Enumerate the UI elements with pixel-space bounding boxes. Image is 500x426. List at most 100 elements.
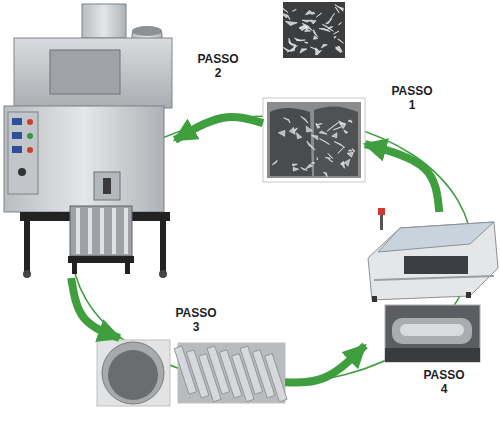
scrap-piece xyxy=(292,10,296,12)
scrap-piece xyxy=(272,160,277,165)
solder-ingots xyxy=(174,346,287,402)
scrap-piece xyxy=(348,120,352,123)
machine-wheel xyxy=(23,270,31,278)
scrap-piece xyxy=(335,5,342,10)
scrap-piece xyxy=(310,47,316,50)
oven-conveyor xyxy=(374,276,494,280)
scrap-piece xyxy=(292,164,297,166)
step-group: PASSO 3 xyxy=(97,338,285,406)
scrap-piece xyxy=(344,130,348,133)
container-content xyxy=(108,350,158,400)
machine-leg xyxy=(160,220,166,272)
oven-window xyxy=(404,256,468,274)
scrap-piece xyxy=(321,44,327,48)
scrap-piece xyxy=(327,122,339,131)
metal-scrap xyxy=(281,5,344,55)
scrap-piece xyxy=(352,149,355,152)
scrap-piece xyxy=(319,131,327,134)
machine-cover xyxy=(50,50,120,94)
scrap-piece xyxy=(345,159,350,166)
melting-machine xyxy=(4,4,172,278)
cycle-arrow xyxy=(285,346,365,383)
scrap-piece xyxy=(300,49,307,53)
scrap-piece xyxy=(339,23,342,25)
scrap-piece xyxy=(328,153,333,158)
scrap-piece xyxy=(284,118,289,120)
scrap-piece xyxy=(348,150,352,151)
scrap-piece xyxy=(312,135,318,139)
scrap-piece xyxy=(338,39,344,43)
container-rim xyxy=(102,342,164,404)
scrap-bag xyxy=(314,106,358,176)
scrap-piece xyxy=(283,47,289,50)
oven-foot xyxy=(372,296,377,302)
scrap-piece xyxy=(347,152,353,157)
bags-photo xyxy=(263,98,365,182)
scrap-piece xyxy=(332,133,337,138)
scrap-piece xyxy=(334,31,339,34)
panel-display xyxy=(12,118,22,125)
machine-hopper xyxy=(82,4,126,38)
scrap-piece xyxy=(334,141,345,147)
scrap-piece xyxy=(281,13,289,18)
ingot-mold xyxy=(70,206,132,256)
scrap-piece xyxy=(328,159,332,162)
scrap-bag xyxy=(270,108,312,176)
ingots-photo xyxy=(174,343,287,403)
scrap-piece xyxy=(338,147,344,153)
step-label: PASSO 2 xyxy=(194,52,242,80)
scrap-piece xyxy=(325,157,330,158)
machine-outlet xyxy=(94,172,120,200)
scrap-piece xyxy=(316,13,321,17)
mold-channel xyxy=(76,208,80,254)
control-panel xyxy=(8,112,38,194)
photo-frame xyxy=(178,343,285,403)
scrap-piece xyxy=(310,20,316,24)
photo-frame xyxy=(97,340,170,406)
cycle-arrow xyxy=(365,144,439,212)
scrap-piece xyxy=(301,116,308,123)
panel-display xyxy=(12,132,22,139)
scrap-piece xyxy=(340,123,346,125)
scrap-piece xyxy=(288,119,290,123)
panel-button xyxy=(27,133,33,139)
scrap-piece xyxy=(300,27,307,31)
scrap-piece xyxy=(307,141,315,150)
scrap-piece xyxy=(290,43,296,47)
scrap-piece xyxy=(306,164,313,169)
machine-funnel-top xyxy=(132,26,162,36)
metal-scrap xyxy=(272,116,355,176)
scrap-piece xyxy=(334,36,336,38)
mold-stand xyxy=(68,256,134,263)
scrap-piece xyxy=(305,29,311,32)
scrap-piece xyxy=(288,16,290,19)
mold-channel xyxy=(112,208,116,254)
scrap-piece xyxy=(326,19,332,24)
mold-leg xyxy=(125,262,130,274)
scrap-piece xyxy=(341,161,345,168)
scrap-piece xyxy=(290,47,294,52)
scrap-piece xyxy=(287,45,298,52)
scrap-piece xyxy=(322,24,333,31)
scrap-piece xyxy=(316,48,320,53)
scrap-piece xyxy=(311,162,314,163)
mold-channel xyxy=(88,208,92,254)
panel-button xyxy=(27,147,33,153)
scrap-piece xyxy=(293,167,298,171)
mold-leg xyxy=(72,262,77,274)
powder-photo xyxy=(97,340,170,406)
scrap-piece xyxy=(305,10,313,14)
scrap-piece xyxy=(335,7,339,13)
scrap-piece xyxy=(316,123,320,128)
scrap-piece xyxy=(330,13,335,20)
step-label: PASSO 4 xyxy=(420,368,468,396)
scrap-piece xyxy=(305,25,307,27)
scrap-piece xyxy=(319,139,329,145)
scrap-piece xyxy=(294,38,299,41)
step-label: PASSO 1 xyxy=(388,84,436,112)
mold-channel xyxy=(100,208,104,254)
step-group: PASSO 4 xyxy=(365,212,500,362)
scrap-piece xyxy=(314,30,318,38)
machine-body xyxy=(4,106,164,212)
